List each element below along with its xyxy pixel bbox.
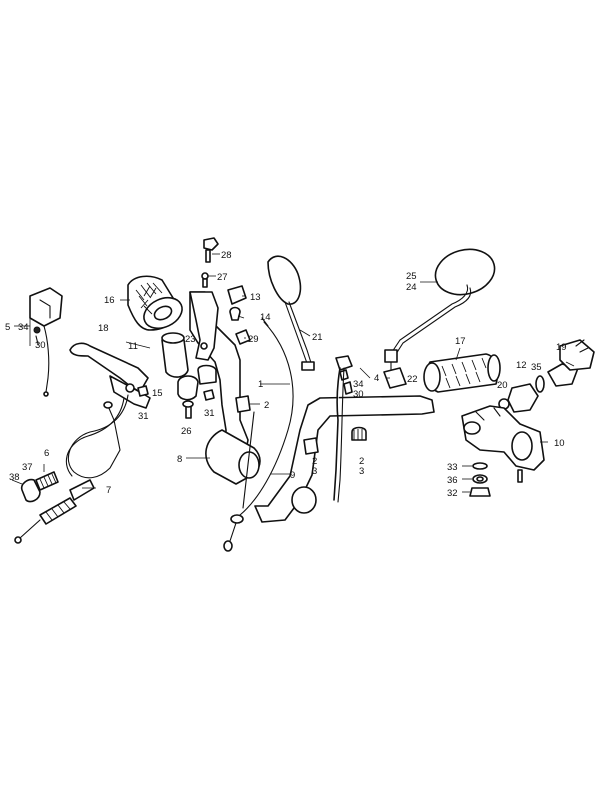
callout-34b: 34 [353, 379, 364, 390]
callout-27: 27 [217, 272, 228, 283]
handlebar-holder [461, 405, 545, 483]
callout-37: 37 [22, 462, 33, 473]
callout-22: 22 [407, 374, 418, 385]
callout-1: 1 [258, 379, 263, 390]
throttle-housing [498, 339, 595, 413]
callout-17: 17 [455, 336, 466, 347]
callout-23: 23 [185, 334, 196, 345]
callout-33: 33 [447, 462, 458, 473]
callout-36: 36 [447, 475, 458, 486]
callout-3b: 3 [359, 466, 364, 477]
callout-21: 21 [312, 332, 323, 343]
callout-labels: 28 27 13 14 29 16 18 11 23 15 31 31 26 2… [5, 250, 567, 499]
callout-29: 29 [248, 334, 259, 345]
callout-10: 10 [554, 438, 565, 449]
callout-11: 11 [128, 341, 138, 352]
callout-12: 12 [516, 360, 527, 371]
bracket-23 [189, 291, 219, 361]
right-hardware [303, 355, 407, 503]
right-mirror [384, 248, 496, 373]
callout-2b: 2 [312, 456, 317, 467]
callout-26: 26 [181, 426, 192, 437]
right-handlebar [254, 395, 435, 523]
nuts-washers [469, 462, 491, 497]
callout-6: 6 [44, 448, 49, 459]
leader-lines [11, 253, 575, 493]
callout-4: 4 [374, 373, 379, 384]
callout-28: 28 [221, 250, 232, 261]
right-grip [423, 353, 501, 393]
callout-13: 13 [250, 292, 261, 303]
callout-16: 16 [104, 295, 115, 306]
callout-14: 14 [260, 312, 271, 323]
callout-31b: 31 [204, 408, 215, 419]
callout-25: 25 [406, 271, 417, 282]
callout-15: 15 [152, 388, 163, 399]
callout-18: 18 [98, 323, 109, 334]
left-mirror [267, 255, 315, 371]
callout-24: 24 [406, 282, 417, 293]
callout-34a: 34 [18, 322, 29, 333]
callout-2c: 2 [359, 456, 364, 467]
throttle-pipe [161, 332, 189, 378]
left-grip [127, 275, 183, 331]
clutch-lever [69, 342, 151, 409]
callout-19: 19 [556, 342, 567, 353]
throttle-cable [223, 317, 294, 552]
adjuster-parts [20, 471, 59, 503]
callout-9: 9 [290, 470, 295, 481]
left-switch [29, 287, 63, 397]
callout-30a: 30 [35, 340, 46, 351]
callout-35: 35 [531, 362, 542, 373]
callout-2a: 2 [264, 400, 269, 411]
callout-3a: 3 [312, 466, 317, 477]
callout-38: 38 [9, 472, 20, 483]
callout-5: 5 [5, 322, 10, 333]
throttle-hardware [137, 237, 251, 419]
callout-31a: 31 [138, 411, 149, 422]
callout-8: 8 [177, 454, 182, 465]
callout-32: 32 [447, 488, 458, 499]
callout-30b: 30 [353, 389, 364, 400]
callout-20: 20 [497, 380, 508, 391]
callout-7: 7 [106, 485, 111, 496]
